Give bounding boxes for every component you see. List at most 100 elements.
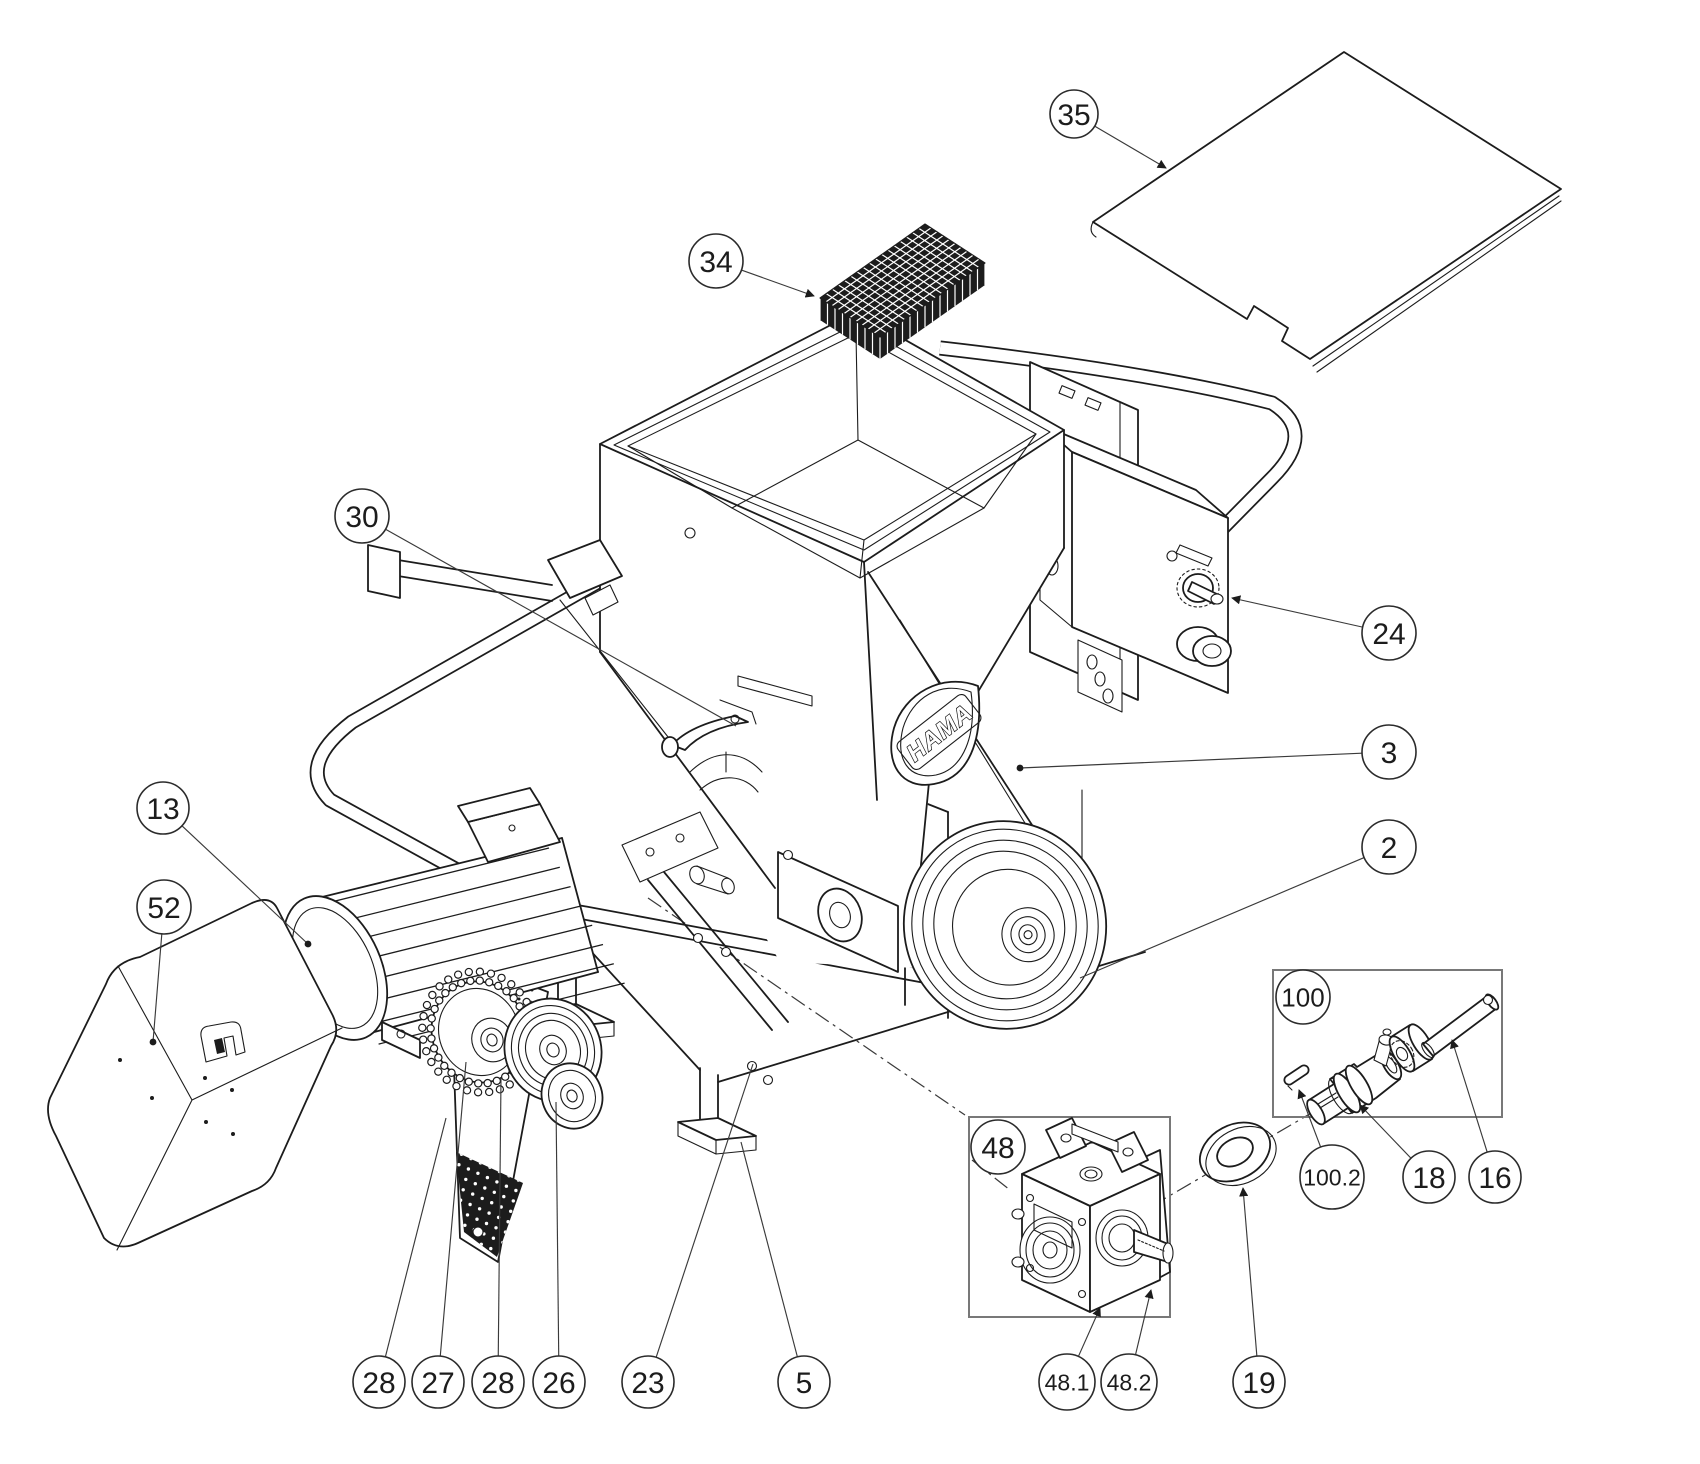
callout-number: 100.2	[1303, 1164, 1361, 1190]
callout-bubble	[532, 1355, 586, 1409]
callout-number: 24	[1372, 618, 1405, 651]
leader-line	[1231, 595, 1363, 628]
leader-line	[555, 1101, 560, 1357]
callout-16: 16	[1450, 1039, 1522, 1204]
callout-100.2: 100.2	[1297, 1089, 1365, 1210]
latch-plate	[1166, 544, 1213, 567]
callout-bubble	[621, 1355, 675, 1409]
callout-bubble	[1049, 89, 1099, 139]
coupling-key	[1283, 1064, 1310, 1091]
mixer-mount-mechanism	[621, 751, 794, 1086]
outlet-flange	[689, 851, 899, 973]
callout-bubble	[136, 879, 192, 935]
coupling-set	[1283, 993, 1500, 1126]
callout-bubble	[1275, 969, 1331, 1025]
callout-26: 26	[532, 1101, 586, 1409]
hopper-inner-funnel	[627, 333, 1037, 579]
grate-mesh-lines	[819, 227, 986, 359]
gearbox-input-shaft	[1095, 1209, 1174, 1267]
callout-number: 3	[1381, 737, 1398, 770]
hopper: HAMA	[367, 311, 1123, 1086]
callout-48.2: 48.2	[1100, 1289, 1158, 1411]
toothed-sleeve	[1388, 1023, 1435, 1073]
callout-bubble	[688, 233, 744, 289]
callout-100: 100	[1275, 969, 1331, 1025]
callout-2: 2	[1079, 819, 1417, 979]
callout-number: 5	[796, 1367, 813, 1400]
cover-handle-clip	[200, 1021, 246, 1063]
leader-line	[1297, 1089, 1322, 1148]
leader-line	[439, 1061, 467, 1357]
v-belt-pulley	[540, 1062, 604, 1130]
drive-shaft	[1421, 993, 1500, 1059]
callout-bubble	[1361, 819, 1417, 875]
callout-30: 30	[334, 488, 737, 727]
power-socket	[1176, 626, 1232, 667]
callout-bubble	[1299, 1144, 1365, 1210]
leader-line	[384, 1117, 447, 1357]
leader-line	[1359, 1104, 1412, 1159]
callout-13: 13	[136, 781, 312, 948]
callout-18: 18	[1359, 1104, 1456, 1204]
callout-24: 24	[1231, 595, 1417, 661]
leader-line	[1077, 1307, 1101, 1357]
callout-number: 100	[1281, 982, 1324, 1012]
callout-bubble	[1361, 605, 1417, 661]
callout-34: 34	[688, 233, 815, 298]
callout-number: 28	[481, 1367, 514, 1400]
callout-bubble	[1038, 1353, 1096, 1411]
callout-number: 34	[699, 246, 732, 279]
inset-box-48	[968, 1116, 1171, 1318]
callout-48: 48	[970, 1119, 1026, 1175]
callout-number: 2	[1381, 832, 1398, 865]
callout-5: 5	[740, 1141, 831, 1409]
callout-bubble	[777, 1355, 831, 1409]
leader-line	[152, 933, 163, 1043]
leader-dot	[1016, 764, 1024, 772]
leader-line	[181, 825, 309, 945]
gearbox	[1011, 1117, 1174, 1313]
callout-52: 52	[136, 879, 192, 1046]
leader-dot	[149, 1038, 157, 1046]
callout-23: 23	[621, 1063, 754, 1409]
callout-bubble	[1100, 1353, 1158, 1411]
callout-28: 28	[471, 1077, 525, 1409]
leader-line	[740, 1141, 798, 1357]
callout-bubble	[1361, 724, 1417, 780]
gearbox-output-face	[1011, 1193, 1087, 1299]
callout-27: 27	[411, 1061, 467, 1409]
callout-48.1: 48.1	[1038, 1307, 1101, 1411]
callout-number: 13	[146, 793, 179, 826]
callout-number: 28	[362, 1367, 395, 1400]
brand-badge: HAMA	[890, 680, 982, 786]
callout-number: 30	[345, 501, 378, 534]
inset-box-100	[1272, 969, 1503, 1118]
callout-bubble	[1402, 1150, 1456, 1204]
callout-bubble	[136, 781, 190, 835]
callout-number: 19	[1242, 1367, 1275, 1400]
callout-number: 48.1	[1045, 1369, 1090, 1395]
callout-bubble	[970, 1119, 1026, 1175]
callout-bubble	[352, 1355, 406, 1409]
callout-number: 48	[981, 1132, 1014, 1165]
leader-line	[385, 528, 737, 727]
callout-number: 35	[1057, 99, 1090, 132]
leader-line	[1239, 1187, 1258, 1357]
gearbox-top-lugs	[1045, 1117, 1149, 1173]
leader-line	[1019, 752, 1363, 769]
callout-number: 16	[1478, 1162, 1511, 1195]
leader-line	[1079, 857, 1365, 979]
callout-number: 52	[147, 892, 180, 925]
leader-line	[741, 269, 815, 298]
motor-foot	[381, 1021, 421, 1059]
motor-terminal-box	[457, 787, 561, 863]
support-leg-rear	[677, 1067, 757, 1155]
callout-bubble	[471, 1355, 525, 1409]
rim-clamp-bracket	[367, 539, 673, 743]
callout-number: 48.2	[1107, 1369, 1152, 1395]
leader-line	[1450, 1039, 1488, 1153]
callout-bubble	[1468, 1150, 1522, 1204]
inset-boxes	[968, 969, 1503, 1318]
leader-line	[1094, 125, 1167, 169]
